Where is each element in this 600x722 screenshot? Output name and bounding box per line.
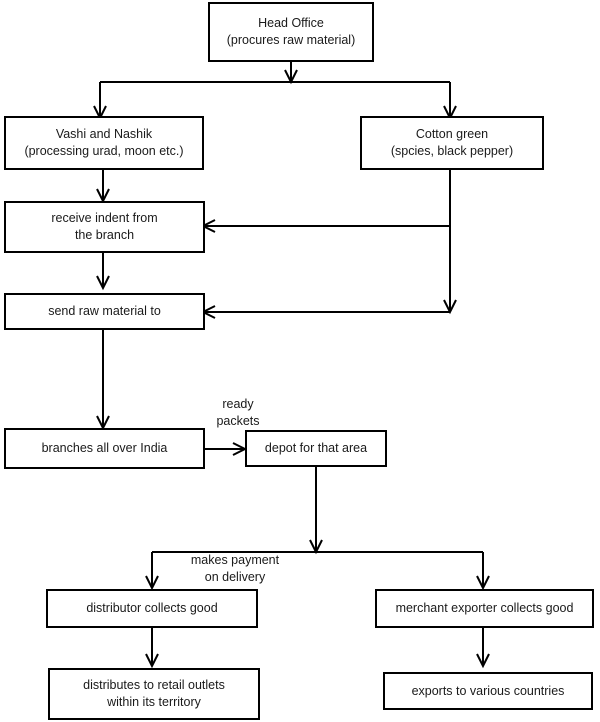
node-distributes-to-retail-outlets[interactable]: distributes to retail outlets within its…: [48, 668, 260, 720]
node-cotton-green[interactable]: Cotton green (spcies, black pepper): [360, 116, 544, 170]
arrowhead-retail-in: [145, 653, 159, 669]
node-receive-indent[interactable]: receive indent from the branch: [4, 201, 205, 253]
edge-label-makes-payment: makes payment on delivery: [190, 553, 280, 584]
node-merchant-label: merchant exporter collects good: [395, 601, 574, 615]
node-depot-label: depot for that area: [264, 441, 368, 455]
arrowhead-sendraw-in-top: [96, 275, 110, 291]
node-retail-outlets-label: distributes to retail outlets within its…: [83, 678, 225, 709]
edge-label-ready-packets: ready packets: [216, 397, 260, 428]
node-exports-label: exports to various countries: [411, 683, 565, 698]
node-distributor-label: distributor collects good: [86, 601, 218, 615]
node-receive-indent-label: receive indent from the branch: [51, 211, 158, 242]
node-exports-to-various-countries[interactable]: exports to various countries: [383, 672, 593, 710]
node-vashi-nashik[interactable]: Vashi and Nashik (processing urad, moon …: [4, 116, 204, 170]
node-head-office[interactable]: Head Office (procures raw material): [208, 2, 374, 62]
node-merchant-exporter-collects-good[interactable]: merchant exporter collects good: [375, 589, 594, 628]
node-branches-all-over-india[interactable]: branches all over India: [4, 428, 205, 469]
node-branches-label: branches all over India: [41, 441, 168, 455]
node-send-raw-material-label: send raw material to: [48, 304, 161, 318]
node-distributor-collects-good[interactable]: distributor collects good: [46, 589, 258, 628]
node-send-raw-material[interactable]: send raw material to: [4, 293, 205, 330]
node-vashi-nashik-label: Vashi and Nashik (processing urad, moon …: [24, 127, 184, 158]
node-depot-for-that-area[interactable]: depot for that area: [245, 430, 387, 467]
node-head-office-label: Head Office (procures raw material): [226, 16, 356, 47]
arrowhead-merchant-in: [476, 575, 490, 591]
node-cotton-green-label: Cotton green (spcies, black pepper): [390, 127, 514, 158]
arrowhead-exports-in: [476, 653, 490, 669]
arrowhead-distributor-in: [145, 575, 159, 591]
